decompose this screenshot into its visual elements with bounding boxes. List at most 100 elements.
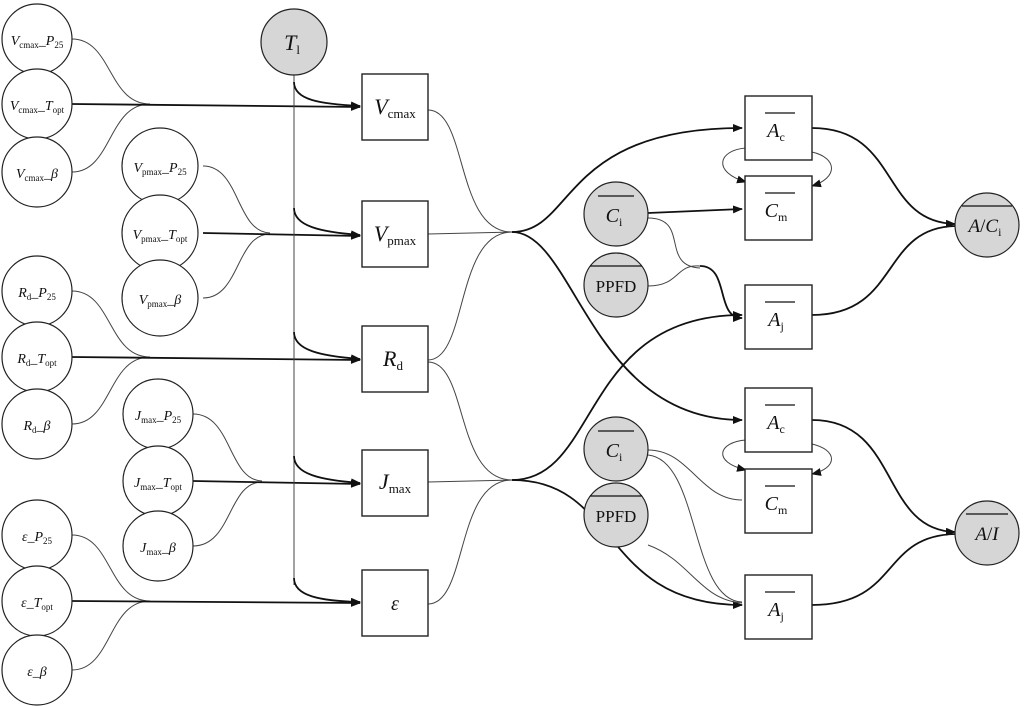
edge-ppfd-aj-lower [647, 544, 743, 604]
svg-text:PPFD: PPFD [596, 277, 637, 296]
node-leaf-temperature: Tl [260, 8, 328, 76]
edge-ci-aj-upper [647, 217, 701, 269]
node-ac-lower: Ac [744, 387, 813, 453]
node-vpmax-beta: Vpmax_β [121, 259, 199, 337]
svg-text:Vpmax: Vpmax [374, 221, 417, 248]
svg-text:ε: ε [391, 593, 399, 615]
node-jmax-p25: Jmax_P25 [122, 378, 194, 450]
node-vcmax: Vcmax [361, 73, 429, 141]
edge-jmax-topt [192, 479, 361, 488]
svg-text:Rd: Rd [382, 346, 403, 373]
node-ci-upper: Ci [583, 181, 649, 247]
edge-eps-topt [71, 598, 361, 607]
edge-tl-vpmax [293, 207, 361, 239]
svg-text:Vpmax_Topt: Vpmax_Topt [133, 228, 188, 244]
edge-rd-beta [71, 356, 151, 425]
svg-text:Cm: Cm [765, 200, 788, 224]
edge-vcmax-beta [71, 103, 151, 173]
edge-vpmax-beta [202, 233, 271, 299]
edge-tl-rd [293, 331, 361, 363]
node-cm-lower: Cm [744, 468, 813, 534]
edge-cm-ac-loop-right-lower [811, 443, 832, 476]
nodes: Vcmax_P25 Vcmax_Topt Vcmax_β Vpmax_P25 [1, 3, 1020, 706]
edge-vpmax-junction [427, 231, 513, 235]
node-jmax-topt: Jmax_Topt [122, 445, 194, 517]
node-rd-topt: Rd_Topt [1, 321, 73, 393]
svg-text:ε_Topt: ε_Topt [21, 596, 53, 612]
edge-ac-output-lower [811, 419, 956, 536]
svg-text:Tl: Tl [284, 30, 300, 57]
svg-text:Ac: Ac [765, 412, 785, 436]
svg-text:Vcmax_β: Vcmax_β [16, 167, 58, 183]
node-output-a-i: A/I [954, 500, 1020, 566]
edge-junction-ac-upper [511, 124, 743, 233]
edge-vcmax-junction [427, 109, 513, 233]
edge-aj-output-lower [811, 533, 956, 606]
node-vpmax-p25: Vpmax_P25 [121, 127, 199, 205]
svg-text:Ac: Ac [765, 120, 785, 144]
edge-jmax-beta [192, 481, 263, 547]
svg-text:Ci: Ci [606, 440, 623, 464]
svg-text:Aj: Aj [766, 599, 784, 623]
edge-ci-cm-lower [647, 449, 743, 501]
node-vcmax-beta: Vcmax_β [1, 136, 73, 208]
svg-text:Jmax_P25: Jmax_P25 [135, 409, 182, 425]
edge-ac-output-upper [811, 127, 956, 228]
node-rd-p25: Rd_P25 [1, 255, 73, 327]
node-vcmax-topt: Vcmax_Topt [1, 68, 73, 140]
node-vcmax-p25: Vcmax_P25 [1, 3, 73, 75]
edge-junction-ac-lower [511, 231, 743, 424]
svg-text:Vcmax: Vcmax [374, 94, 416, 121]
node-jmax-beta: Jmax_β [122, 510, 194, 582]
node-rd: Rd [361, 325, 429, 393]
node-vpmax: Vpmax [361, 200, 429, 268]
node-aj-lower: Aj [744, 574, 813, 640]
svg-text:PPFD: PPFD [596, 507, 637, 526]
edge-eps-p25 [71, 534, 151, 602]
node-aj-upper: Aj [744, 284, 813, 350]
edge-rd-topt [71, 355, 361, 364]
node-epsilon: ε [361, 569, 429, 637]
svg-text:Jmax: Jmax [379, 469, 412, 496]
edge-cm-ac-loop-right [811, 151, 832, 188]
svg-text:A/I: A/I [973, 524, 1000, 545]
svg-text:Aj: Aj [766, 309, 784, 333]
node-rd-beta: Rd_β [1, 388, 73, 460]
edge-tl-jmax [293, 455, 361, 487]
edge-ci-aj-lower [647, 454, 743, 603]
edge-upper-aj-merge [699, 265, 743, 322]
svg-text:Ci: Ci [606, 205, 623, 229]
svg-text:Rd_P25: Rd_P25 [17, 286, 56, 302]
edge-jmax-p25 [192, 413, 263, 482]
edge-rd-junction-lower [427, 361, 513, 481]
svg-text:Vpmax_P25: Vpmax_P25 [133, 161, 187, 177]
svg-text:ε_β: ε_β [27, 665, 47, 680]
svg-text:ε_P25: ε_P25 [22, 530, 53, 546]
node-eps-beta: ε_β [1, 634, 73, 706]
edge-vcmax-topt [71, 102, 361, 111]
node-ac-upper: Ac [744, 95, 813, 161]
edge-tl-vcmax [293, 81, 361, 110]
edge-ci-cm-upper [647, 205, 743, 214]
edge-eps-junction [427, 479, 513, 605]
svg-text:A/Ci: A/Ci [967, 216, 1003, 239]
svg-text:Jmax_Topt: Jmax_Topt [134, 476, 183, 492]
svg-text:Vcmax_P25: Vcmax_P25 [11, 34, 64, 50]
edge-ac-cm-loop-left-lower [722, 439, 747, 472]
node-eps-topt: ε_Topt [1, 565, 73, 637]
edge-vpmax-p25 [202, 165, 271, 234]
edge-junction-aj-upper [511, 311, 743, 481]
edge-rd-junction-upper [427, 231, 513, 361]
edge-ppfd-aj-upper [647, 265, 701, 287]
svg-text:Rd_Topt: Rd_Topt [16, 352, 57, 368]
edge-ac-cm-loop-left [722, 147, 747, 184]
svg-text:Jmax_β: Jmax_β [140, 541, 176, 557]
node-eps-p25: ε_P25 [1, 499, 73, 571]
node-output-a-ci: A/Ci [954, 192, 1020, 258]
node-ppfd-lower: PPFD [583, 482, 649, 548]
node-cm-upper: Cm [744, 175, 813, 241]
edge-vcmax-p25 [71, 38, 151, 105]
node-vpmax-topt: Vpmax_Topt [121, 194, 199, 272]
svg-text:Cm: Cm [765, 493, 788, 517]
